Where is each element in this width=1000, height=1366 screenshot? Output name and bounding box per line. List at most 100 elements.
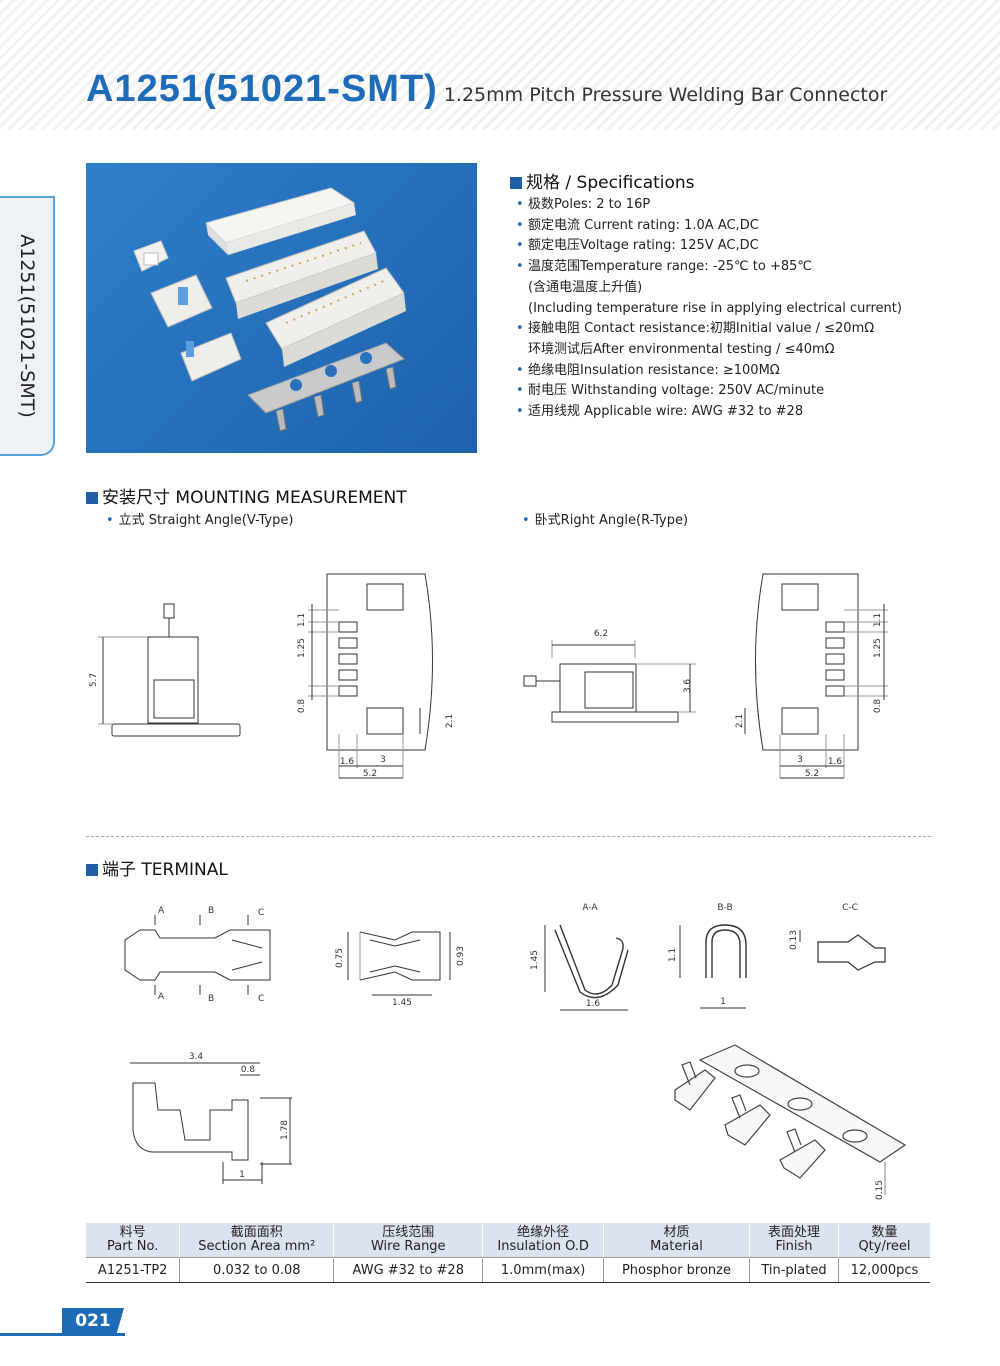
section-a-a bbox=[544, 924, 629, 1011]
section-divider bbox=[86, 836, 931, 837]
heading-square-icon bbox=[86, 492, 98, 504]
header-cn: 压线范围 bbox=[382, 1225, 435, 1240]
table-cell: 12,000pcs bbox=[837, 1257, 930, 1283]
product-photo bbox=[86, 163, 477, 453]
header-cn: 表面处理 bbox=[767, 1225, 820, 1240]
right-angle-pcb-layout bbox=[744, 573, 888, 779]
terminal-heading: 端子 TERMINAL bbox=[86, 855, 228, 880]
dim-label: 1.1 bbox=[873, 613, 883, 627]
spec-item: 适用线规 Applicable wire: AWG #32 to #28 bbox=[516, 402, 902, 423]
straight-side-view bbox=[98, 603, 241, 737]
table-cell: Phosphor bronze bbox=[602, 1257, 751, 1283]
spec-item-continuation: (Including temperature rise in applying … bbox=[528, 300, 902, 316]
dim-label: 0.8 bbox=[241, 1065, 256, 1075]
dim-label: 1 bbox=[720, 997, 726, 1007]
small-header-2 bbox=[180, 332, 242, 382]
specifications-heading-text: 规格 / Specifications bbox=[526, 173, 695, 193]
dim-label: 1.45 bbox=[530, 950, 540, 970]
dim-label: 1.1 bbox=[297, 613, 307, 627]
straight-angle-label: 立式 Straight Angle(V-Type) bbox=[106, 509, 294, 528]
dim-label: 5.2 bbox=[363, 769, 377, 779]
dim-label: 0.13 bbox=[789, 930, 799, 950]
page-number: 021 bbox=[62, 1308, 124, 1334]
header-en: Qty/reel bbox=[858, 1239, 911, 1254]
dim-label: 0.93 bbox=[456, 946, 466, 966]
section-title: C-C bbox=[842, 903, 858, 913]
spec-item: 额定电压Voltage rating: 125V AC,DC bbox=[516, 236, 902, 257]
spec-item: 接触电阻 Contact resistance:初期Initial value … bbox=[516, 319, 902, 340]
spec-item-continuation: 环境测试后After environmental testing / ≤40mΩ bbox=[528, 341, 835, 357]
section-marker: A bbox=[158, 906, 165, 916]
table-cell: AWG #32 to #28 bbox=[333, 1257, 484, 1283]
header-en: Material bbox=[650, 1239, 703, 1254]
dim-label: 0.8 bbox=[297, 699, 307, 714]
dim-label: 5.2 bbox=[805, 769, 819, 779]
dim-label: 1 bbox=[239, 1170, 245, 1180]
specifications-heading: 规格 / Specifications bbox=[510, 168, 695, 193]
housing-connector bbox=[205, 187, 356, 255]
dim-label: 3 bbox=[380, 755, 386, 765]
dim-label: 2.1 bbox=[445, 714, 455, 728]
specifications-list: 极数Poles: 2 to 16P 额定电流 Current rating: 1… bbox=[516, 195, 902, 423]
section-marker: A bbox=[158, 992, 165, 1002]
spec-item: 耐电压 Withstanding voltage: 250V AC/minute bbox=[516, 381, 902, 402]
table-cell: 0.032 to 0.08 bbox=[179, 1257, 335, 1283]
table-cell: Tin-plated bbox=[749, 1257, 839, 1283]
section-b-b bbox=[679, 924, 747, 1009]
header-en: Section Area mm² bbox=[198, 1239, 316, 1254]
dim-label: 3 bbox=[797, 755, 803, 765]
spec-item-continuation: (含通电温度上升值) bbox=[528, 279, 643, 295]
header-pattern bbox=[0, 0, 1000, 130]
heading-square-icon bbox=[86, 864, 98, 876]
dim-label: 1.45 bbox=[392, 998, 412, 1008]
right-angle-side-view bbox=[523, 640, 696, 723]
dim-label: 1.25 bbox=[297, 638, 307, 658]
dim-label: 1.6 bbox=[586, 999, 601, 1009]
section-marker: B bbox=[208, 906, 214, 916]
mounting-drawings: 5.7 1.1 1.25 0.8 2.1 1.6 3 5.2 bbox=[89, 573, 888, 779]
header-cn: 料号 bbox=[119, 1225, 146, 1240]
straight-pcb-layout bbox=[308, 573, 433, 779]
header-en: Part No. bbox=[106, 1239, 159, 1254]
spec-item: 绝缘电阻Insulation resistance: ≥100MΩ bbox=[516, 361, 902, 382]
terminal-side-view bbox=[130, 1062, 292, 1184]
section-marker: C bbox=[258, 908, 264, 918]
small-header-1 bbox=[150, 274, 213, 328]
header-cn: 材质 bbox=[663, 1225, 690, 1240]
terminal-heading-text: 端子 TERMINAL bbox=[102, 860, 228, 880]
product-title: 1.25mm Pitch Pressure Welding Bar Connec… bbox=[443, 84, 888, 106]
dim-label: 0.8 bbox=[873, 699, 883, 714]
spec-item: 温度范围Temperature range: -25℃ to +85℃ bbox=[516, 257, 902, 278]
section-title: B-B bbox=[717, 903, 732, 913]
dim-label: 0.75 bbox=[335, 948, 345, 968]
small-housing bbox=[133, 240, 169, 272]
terminal-crimp-end bbox=[347, 931, 451, 996]
mounting-heading: 安装尺寸 MOUNTING MEASUREMENT bbox=[86, 483, 407, 508]
section-marker: C bbox=[258, 994, 264, 1004]
dim-label: 0.15 bbox=[875, 1180, 885, 1200]
dim-label: 1.6 bbox=[828, 757, 843, 767]
dim-label: 1.25 bbox=[873, 638, 883, 658]
header-cn: 数量 bbox=[871, 1225, 898, 1240]
spec-item: 极数Poles: 2 to 16P bbox=[516, 195, 902, 216]
dim-label: 1.6 bbox=[340, 757, 355, 767]
dim-label: 3.6 bbox=[683, 679, 693, 694]
mounting-heading-text: 安装尺寸 MOUNTING MEASUREMENT bbox=[102, 488, 407, 508]
header-cn: 绝缘外径 bbox=[517, 1225, 570, 1240]
dim-label: 1.78 bbox=[280, 1120, 290, 1140]
header-en: Finish bbox=[775, 1239, 813, 1254]
dim-label: 5.7 bbox=[89, 673, 99, 687]
header-en: Insulation O.D bbox=[497, 1239, 589, 1254]
terminal-reel bbox=[247, 342, 405, 432]
heading-square-icon bbox=[510, 177, 522, 189]
spec-item: 额定电流 Current rating: 1.0A AC,DC bbox=[516, 216, 902, 237]
right-angle-label: 卧式Right Angle(R-Type) bbox=[522, 509, 688, 528]
table-cell: 1.0mm(max) bbox=[482, 1257, 604, 1283]
